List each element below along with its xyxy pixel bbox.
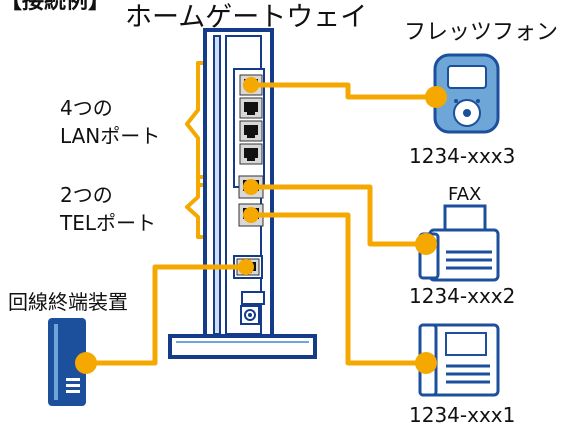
header-title: 【接続例】	[0, 0, 111, 14]
onu-label: 回線終端装置	[8, 290, 128, 314]
lan-port-3	[239, 120, 263, 142]
cable-fax	[248, 184, 428, 247]
fletsphone-connector	[425, 86, 447, 108]
lan-port-4	[239, 143, 263, 165]
cable-onu	[85, 264, 249, 366]
power-jack	[240, 305, 260, 325]
onu-device-icon	[48, 318, 86, 406]
cable-end-lan	[243, 77, 259, 93]
fletsphone-icon	[433, 53, 500, 134]
fax-connector	[415, 233, 437, 255]
fletsphone-label: フレッツフォン	[404, 20, 559, 45]
power-switch	[241, 291, 265, 305]
tel-label-line2: TELポート	[60, 211, 156, 235]
lan-label-line2: LANポート	[60, 124, 161, 148]
lan-label-line1: 4つの	[60, 96, 113, 120]
fax-label: FAX	[448, 184, 482, 205]
gateway-label: ホームゲートウェイ	[125, 2, 368, 33]
tel-bracket	[185, 175, 210, 239]
telephone-number: 1234-xxx1	[409, 403, 516, 427]
fletsphone-number: 1234-xxx3	[409, 144, 516, 168]
cable-fletsphone	[248, 82, 437, 100]
onu-connector	[75, 352, 97, 374]
lan-port-2	[239, 97, 263, 119]
cable-telephone	[248, 212, 428, 366]
cable-end-wan	[238, 259, 254, 275]
cable-end-tel-2	[243, 207, 259, 223]
telephone-connector	[415, 352, 437, 374]
tel-label-line1: 2つの	[60, 183, 113, 207]
cable-end-tel-1	[243, 179, 259, 195]
home-gateway	[168, 28, 317, 359]
fax-number: 1234-xxx2	[409, 284, 516, 308]
